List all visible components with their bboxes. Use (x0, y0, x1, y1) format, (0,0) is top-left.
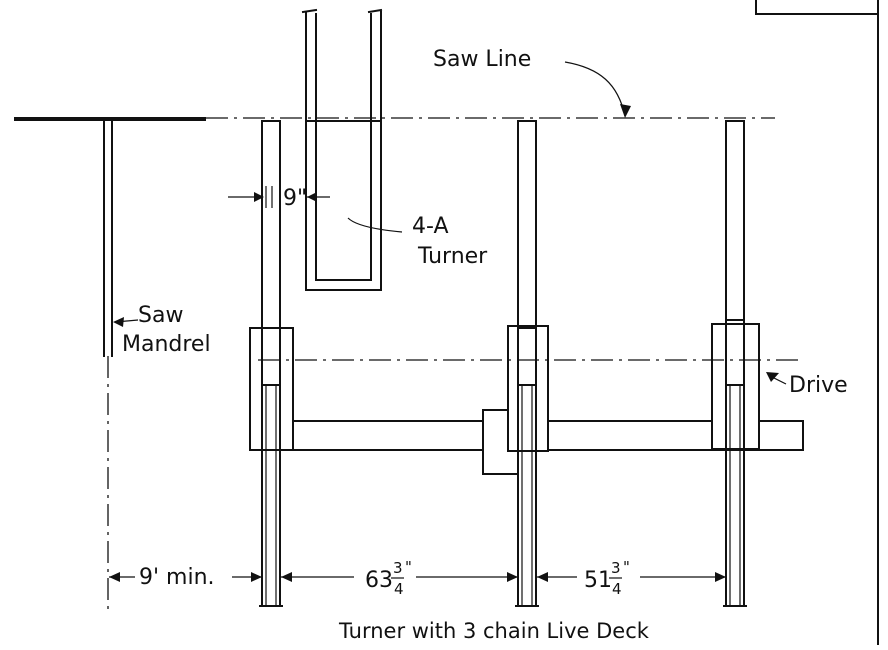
saw-line-label: Saw Line (433, 47, 531, 72)
span-1-denominator: 4 (394, 580, 404, 598)
span-2-denominator: 4 (612, 580, 622, 598)
saw-mandrel-label-line1: Saw (138, 303, 183, 328)
turner-clearance-label: 9" (283, 186, 307, 211)
span-1-whole: 63 (365, 568, 393, 593)
span-2-whole: 51 (584, 568, 612, 593)
drive-centerline: Drive (258, 359, 848, 398)
chain-2-bearing (507, 325, 549, 452)
turner-4a: 4-A Turner (301, 8, 488, 291)
drive-label: Drive (789, 373, 848, 398)
saw-line: Saw Line (14, 47, 775, 121)
span-1-numerator: 3 (393, 559, 403, 577)
saw-mandrel: Saw Mandrel (103, 120, 211, 612)
page-border (755, 0, 879, 646)
chain-1-bearing (249, 327, 294, 451)
turner-label-line2: Turner (417, 244, 488, 269)
saw-mandrel-label-line2: Mandrel (122, 332, 211, 357)
chain-3-bearing (711, 323, 760, 450)
span-2-unit: " (623, 558, 630, 576)
saw-clearance-label: 9' min. (139, 565, 215, 590)
span-2-numerator: 3 (611, 559, 621, 577)
span-1-unit: " (405, 558, 412, 576)
chain-1 (249, 120, 294, 607)
chain-2 (507, 120, 549, 607)
chain-3 (711, 120, 760, 607)
diagram-caption: Turner with 3 chain Live Deck (338, 619, 650, 643)
turner-clearance-dimension: 9" (228, 186, 330, 211)
span-dimensions: 9' min. 63 3 4 " 51 3 4 " (109, 558, 726, 598)
turner-label-line1: 4-A (412, 214, 449, 239)
